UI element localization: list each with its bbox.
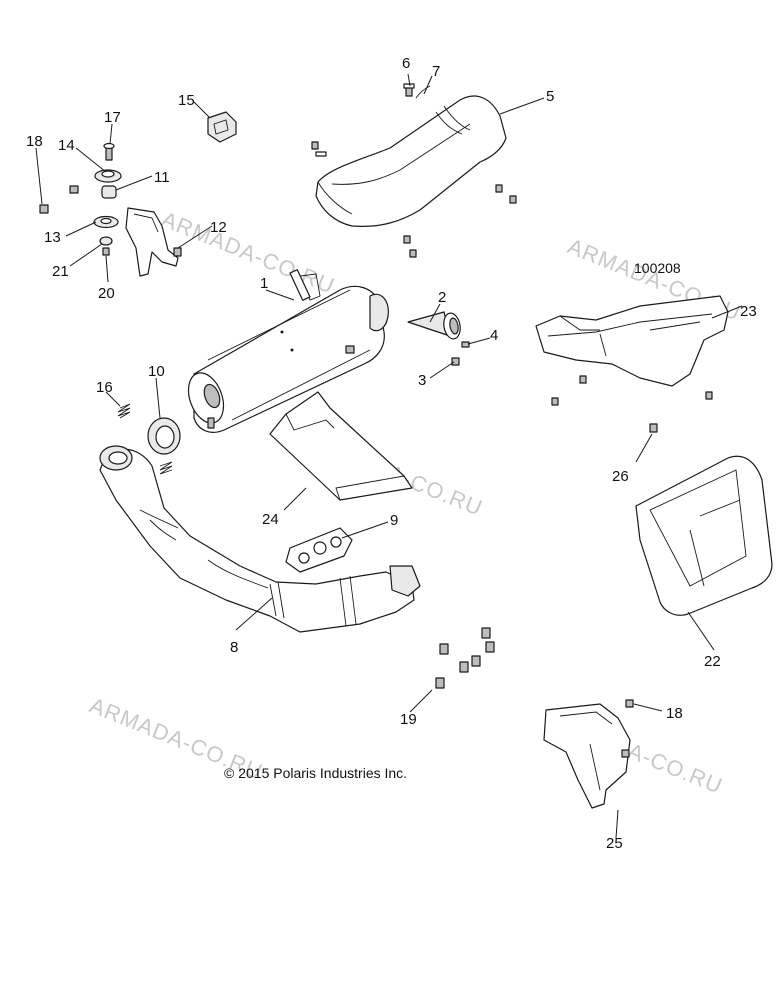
leader-lines	[35, 73, 743, 839]
part-19-bolts	[435, 627, 495, 689]
part-10-clamp	[147, 417, 181, 455]
callout-23: 23	[740, 303, 757, 320]
part-18-screw-lower	[621, 699, 634, 758]
callout-11: 11	[154, 169, 170, 186]
copyright-notice: © 2015 Polaris Industries Inc.	[224, 765, 407, 781]
callout-18-upper: 18	[26, 133, 43, 150]
part-11-spacer	[101, 185, 117, 199]
callout-21: 21	[52, 263, 69, 280]
callout-3: 3	[418, 372, 426, 389]
callout-19: 19	[400, 711, 417, 728]
part-23-heat-shield	[535, 295, 729, 406]
callout-9: 9	[390, 512, 398, 529]
callout-20: 20	[98, 285, 115, 302]
callout-16: 16	[96, 379, 113, 396]
part-22-side-shield	[635, 455, 773, 616]
part-15-rubber-isolator	[207, 111, 237, 143]
callout-15: 15	[178, 92, 195, 109]
part-26-push-rivet	[649, 423, 658, 433]
shield-fasteners	[311, 141, 517, 258]
callout-25: 25	[606, 835, 623, 852]
callout-22: 22	[704, 653, 721, 670]
callout-7: 7	[432, 63, 440, 80]
part-18-screw	[39, 204, 49, 214]
part-8-head-pipe	[99, 445, 421, 633]
part-2-spark-arrestor	[407, 311, 461, 340]
watermark-5: ARMADA-CO.RU	[158, 206, 338, 298]
part-9-exhaust-gasket	[285, 527, 353, 573]
part-16-spring	[117, 403, 173, 475]
part-21-washer	[99, 236, 113, 246]
callout-4: 4	[490, 327, 498, 344]
part-12-mount-bracket	[125, 207, 182, 277]
callout-10: 10	[148, 363, 165, 380]
callout-12: 12	[210, 219, 227, 236]
part-5-heat-shield	[315, 95, 507, 227]
part-1-muffler	[187, 269, 389, 433]
callout-1: 1	[260, 275, 268, 292]
part-24-heat-shield	[269, 391, 413, 501]
part-7-clip	[415, 85, 431, 99]
callout-14: 14	[58, 137, 75, 154]
callout-26: 26	[612, 468, 629, 485]
callout-8: 8	[230, 639, 238, 656]
callout-2: 2	[438, 289, 446, 306]
callout-24: 24	[262, 511, 279, 528]
callout-5: 5	[546, 88, 554, 105]
part-3-4-hardware	[451, 341, 470, 366]
callout-18-lower: 18	[666, 705, 683, 722]
part-6-bolt	[403, 83, 415, 97]
bracket-hardware-stack	[39, 142, 122, 256]
document-number: 100208	[634, 260, 681, 276]
part-20-nut	[102, 247, 110, 256]
callout-17: 17	[104, 109, 121, 126]
part-25-bracket	[543, 703, 631, 809]
callout-6: 6	[402, 55, 410, 72]
callout-13: 13	[44, 229, 61, 246]
callout-labels: 1 2 3 4 5 6 7 8 9 10 11 12 13 14 15 16 1…	[26, 55, 757, 852]
